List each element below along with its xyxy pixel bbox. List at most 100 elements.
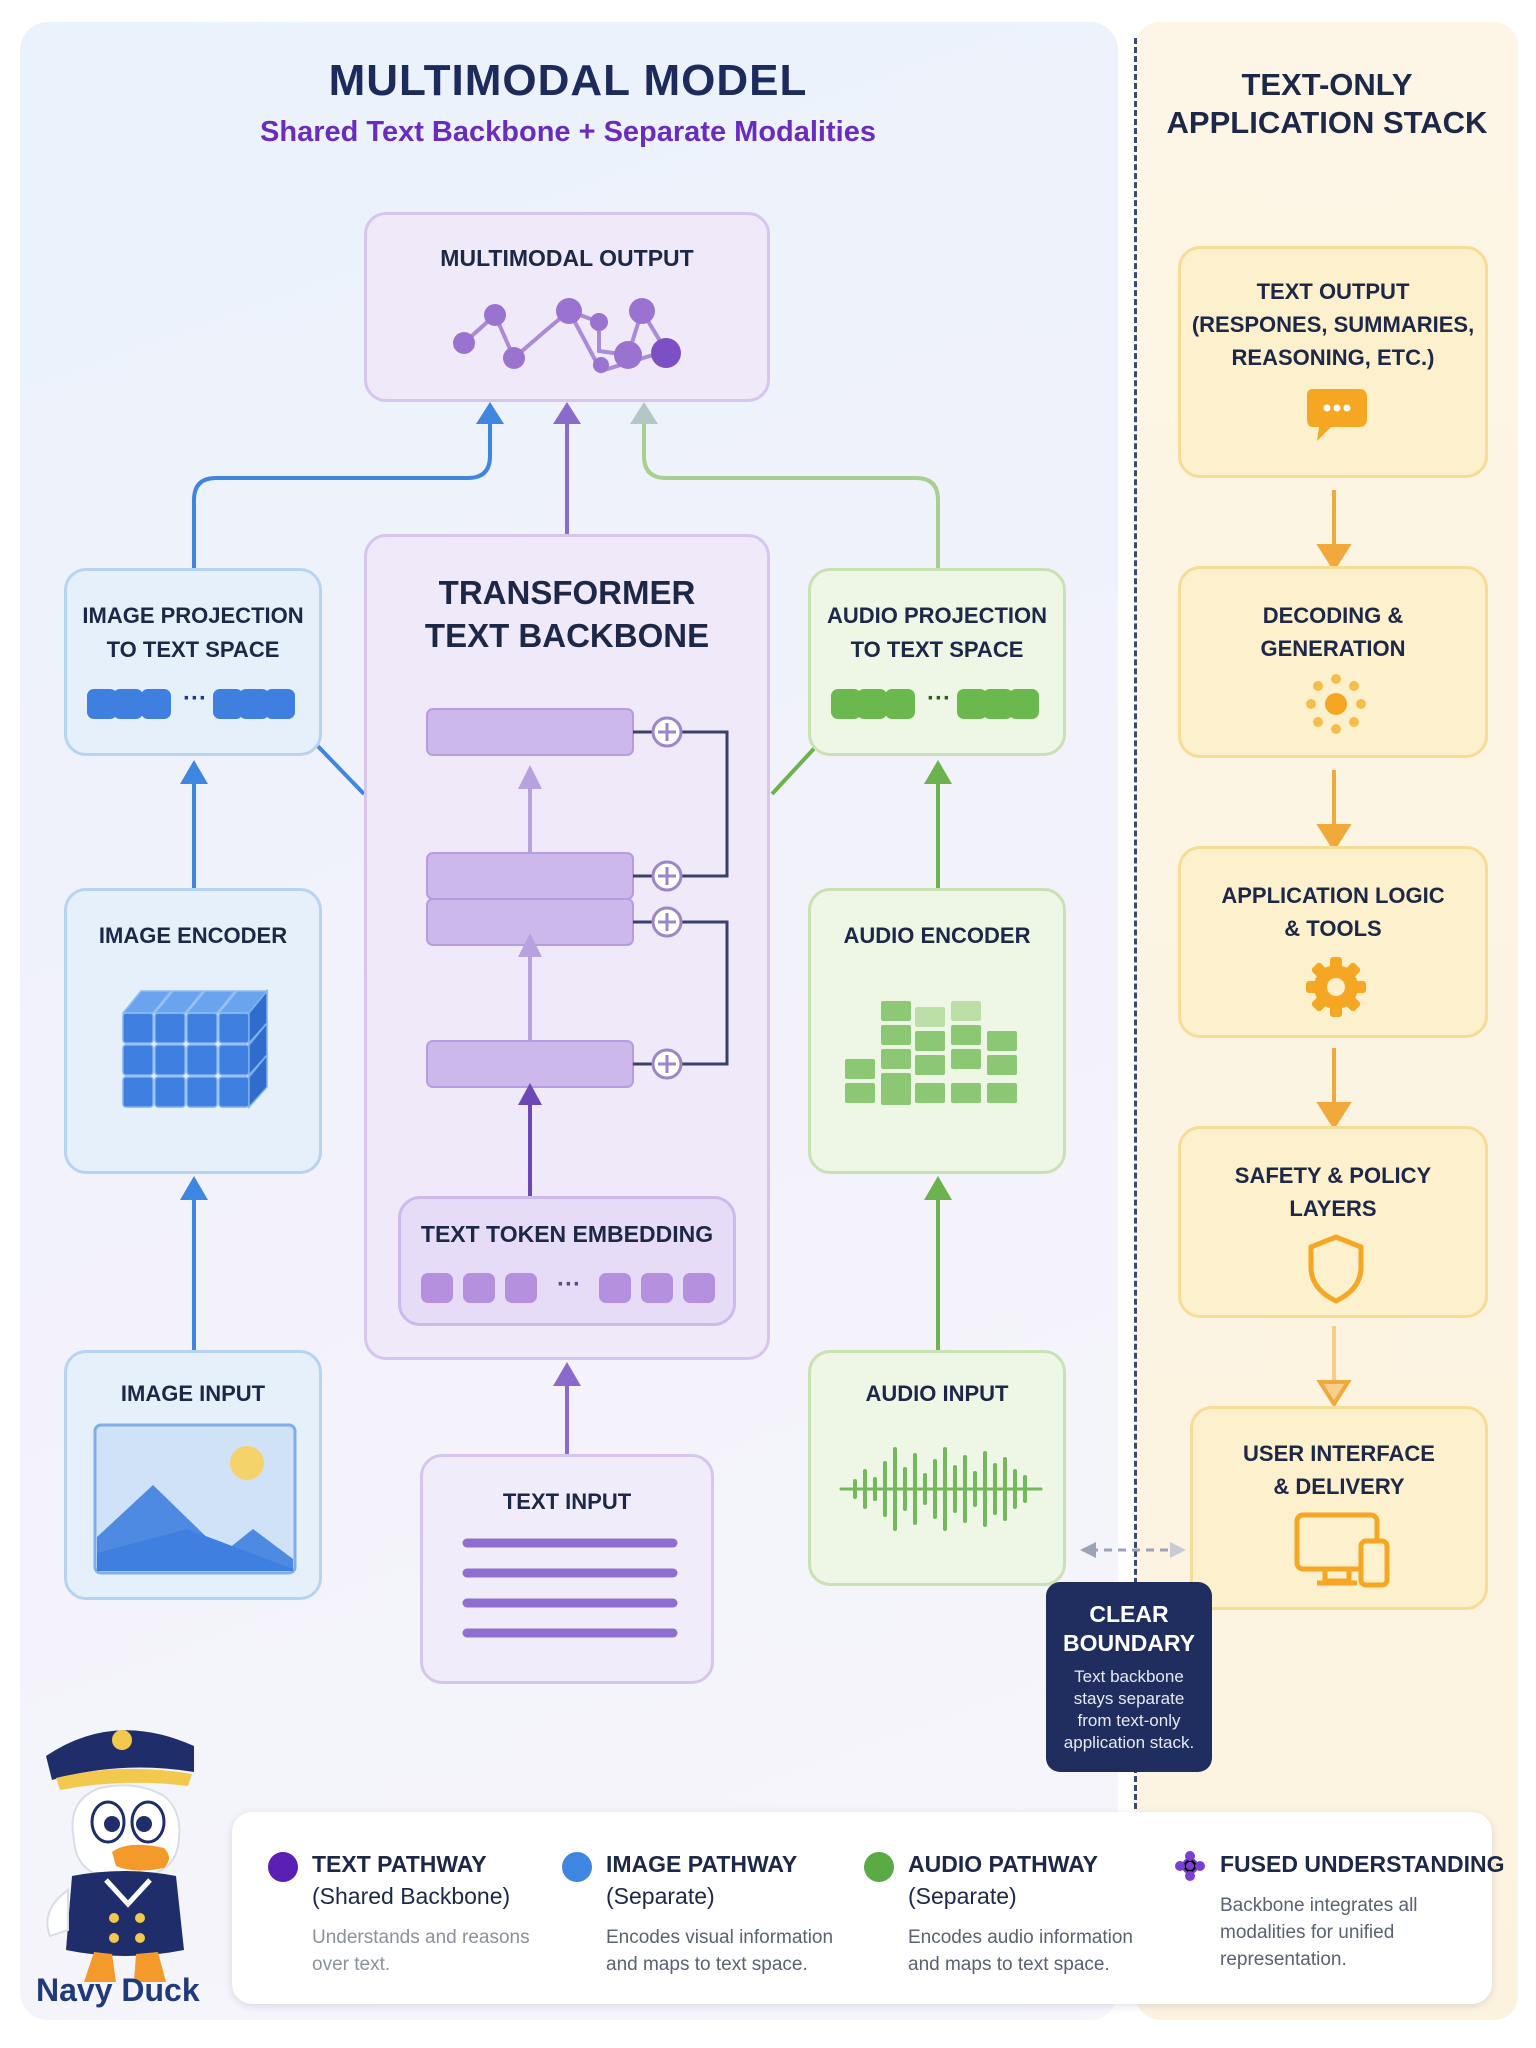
landscape-image-icon (93, 1423, 297, 1575)
image-encoder-to-projection-arrowhead (180, 760, 208, 784)
stack-text-output-label: TEXT OUTPUT (RESPONES, SUMMARIES, REASON… (1181, 275, 1485, 374)
chat-bubble-icon (1307, 389, 1367, 441)
boundary-divider (1134, 38, 1137, 1818)
audio-input-box: AUDIO INPUT (808, 1350, 1066, 1586)
image-input-label: IMAGE INPUT (120, 1381, 266, 1406)
text-token-embedding-label: TEXT TOKEN EMBEDDING (420, 1221, 714, 1247)
multimodal-output-box: MULTIMODAL OUTPUT (364, 212, 770, 402)
stack-safety-box: SAFETY & POLICY LAYERS (1178, 1126, 1488, 1318)
image-tokens-ellipsis: ··· (183, 685, 207, 712)
stack-safety-line2: LAYERS (1289, 1196, 1377, 1221)
audio-projection-line1: AUDIO PROJECTION (826, 603, 1048, 628)
transformer-title-line1: TRANSFORMER (438, 574, 696, 611)
image-to-output-connector (192, 418, 492, 572)
stack-app-logic-line1: APPLICATION LOGIC (1221, 883, 1445, 908)
legend-text-pathway-title: TEXT PATHWAY (312, 1851, 487, 1877)
embedding-ellipsis: ··· (557, 1271, 581, 1298)
legend-image-pathway-dot (562, 1852, 592, 1882)
audio-encoder-label: AUDIO ENCODER (843, 923, 1031, 948)
image-projection-line2: TO TEXT SPACE (106, 637, 280, 662)
audio-encoder-to-projection-arrowhead (924, 760, 952, 784)
audio-encoder-box: AUDIO ENCODER (808, 888, 1066, 1174)
audio-projection-line2: TO TEXT SPACE (850, 637, 1024, 662)
legend-audio-pathway-sub: (Separate) (908, 1883, 1017, 1909)
legend-audio-pathway-dot (864, 1852, 894, 1882)
text-token-embedding-box: TEXT TOKEN EMBEDDING ··· (398, 1196, 736, 1326)
text-input-to-backbone-arrowhead (553, 1362, 581, 1386)
transformer-layer-4 (426, 708, 634, 756)
waveform-icon (839, 1447, 1043, 1531)
legend-text-pathway-desc: Understands and reasons over text. (312, 1927, 530, 1975)
image-projection-label: IMAGE PROJECTION TO TEXT SPACE (67, 599, 319, 667)
legend-text-pathway-sub: (Shared Backbone) (312, 1883, 511, 1909)
audio-to-output-arrowhead (630, 402, 658, 424)
stack-title-line1: TEXT-ONLY (1241, 67, 1413, 102)
audio-tokens-ellipsis: ··· (927, 685, 951, 712)
legend-panel: TEXT PATHWAY (Shared Backbone) Understan… (232, 1812, 1505, 2004)
fused-network-icon (1175, 1851, 1205, 1881)
legend-image-pathway-desc: Encodes visual information and maps to t… (606, 1927, 834, 1975)
embedding-tokens-icon (421, 1273, 715, 1303)
transformer-title: TRANSFORMER TEXT BACKBONE (367, 571, 767, 657)
clear-boundary-title: CLEAR BOUNDARY (1046, 1600, 1212, 1658)
network-graph-icon (453, 298, 681, 374)
audio-input-label: AUDIO INPUT (865, 1381, 1009, 1406)
image-encoder-box: IMAGE ENCODER (64, 888, 322, 1174)
image-encoder-label: IMAGE ENCODER (98, 923, 288, 948)
diagram-subtitle: Shared Text Backbone + Separate Modaliti… (260, 116, 876, 148)
stack-title: TEXT-ONLY APPLICATION STACK (1136, 66, 1518, 142)
audio-input-to-encoder-arrowhead (924, 1176, 952, 1200)
stack-ui-delivery-box: USER INTERFACE & DELIVERY (1190, 1406, 1488, 1610)
stack-title-line2: APPLICATION STACK (1166, 105, 1488, 140)
image-projection-link (308, 736, 366, 796)
mascot-name: Navy Duck (36, 1972, 200, 2008)
text-input-label: TEXT INPUT (502, 1489, 632, 1514)
stack-text-output-line3: REASONING, ETC.) (1231, 345, 1435, 370)
boundary-arrow-left (1080, 1542, 1096, 1558)
image-projection-line1: IMAGE PROJECTION (82, 603, 304, 628)
cube-grid-icon (121, 988, 269, 1109)
boundary-arrow-right (1170, 1542, 1186, 1558)
legend-image-pathway-title: IMAGE PATHWAY (606, 1851, 798, 1877)
image-projection-box: IMAGE PROJECTION TO TEXT SPACE ··· (64, 568, 322, 756)
audio-projection-box: AUDIO PROJECTION TO TEXT SPACE ··· (808, 568, 1066, 756)
stack-text-output-line1: TEXT OUTPUT (1256, 279, 1410, 304)
text-input-box: TEXT INPUT (420, 1454, 714, 1684)
transformer-layers-diagram (426, 708, 729, 1229)
legend-image-pathway-sub: (Separate) (606, 1883, 715, 1909)
stack-ui-delivery-line1: USER INTERFACE (1243, 1441, 1435, 1466)
clear-boundary-body: Text backbone stays separate from text-o… (1046, 1666, 1212, 1754)
transformer-title-line2: TEXT BACKBONE (424, 617, 710, 654)
stack-decoding-line2: GENERATION (1260, 636, 1406, 661)
devices-icon (1294, 1512, 1390, 1588)
sun-dots-icon (1306, 674, 1366, 734)
clear-boundary-callout: CLEAR BOUNDARY Text backbone stays separ… (1046, 1582, 1212, 1772)
backbone-to-output-arrowhead (553, 402, 581, 424)
image-input-box: IMAGE INPUT (64, 1350, 322, 1600)
text-lines-icon (462, 1538, 678, 1638)
transformer-layer-1 (426, 1040, 634, 1088)
clear-boundary-title-line1: CLEAR (1089, 1601, 1169, 1627)
spectrogram-icon (845, 1001, 1017, 1105)
stack-safety-line1: SAFETY & POLICY (1234, 1163, 1432, 1188)
legend-audio-pathway-desc: Encodes audio information and maps to te… (908, 1927, 1133, 1975)
legend-fused-title: FUSED UNDERSTANDING (1220, 1851, 1505, 1877)
audio-tokens-icon (831, 689, 1039, 719)
image-to-output-arrowhead (476, 402, 504, 424)
diagram-title: MULTIMODAL MODEL (328, 56, 808, 105)
multimodal-output-label: MULTIMODAL OUTPUT (440, 245, 694, 271)
gear-icon (1306, 957, 1366, 1017)
stack-decoding-label: DECODING & GENERATION (1181, 599, 1485, 665)
stack-ui-delivery-line2: & DELIVERY (1273, 1474, 1405, 1499)
image-input-to-encoder-arrowhead (180, 1176, 208, 1200)
audio-to-output-connector (642, 418, 940, 572)
transformer-layer-3 (426, 852, 634, 900)
clear-boundary-body-line2: stays separate (1073, 1689, 1185, 1708)
legend-audio-pathway-title: AUDIO PATHWAY (908, 1851, 1098, 1877)
stack-safety-label: SAFETY & POLICY LAYERS (1181, 1159, 1485, 1225)
stack-decoding-box: DECODING & GENERATION (1178, 566, 1488, 758)
stack-app-logic-line2: & TOOLS (1284, 916, 1382, 941)
legend-text-pathway-dot (268, 1852, 298, 1882)
legend-fused-desc: Backbone integrates all modalities for u… (1220, 1895, 1418, 1970)
